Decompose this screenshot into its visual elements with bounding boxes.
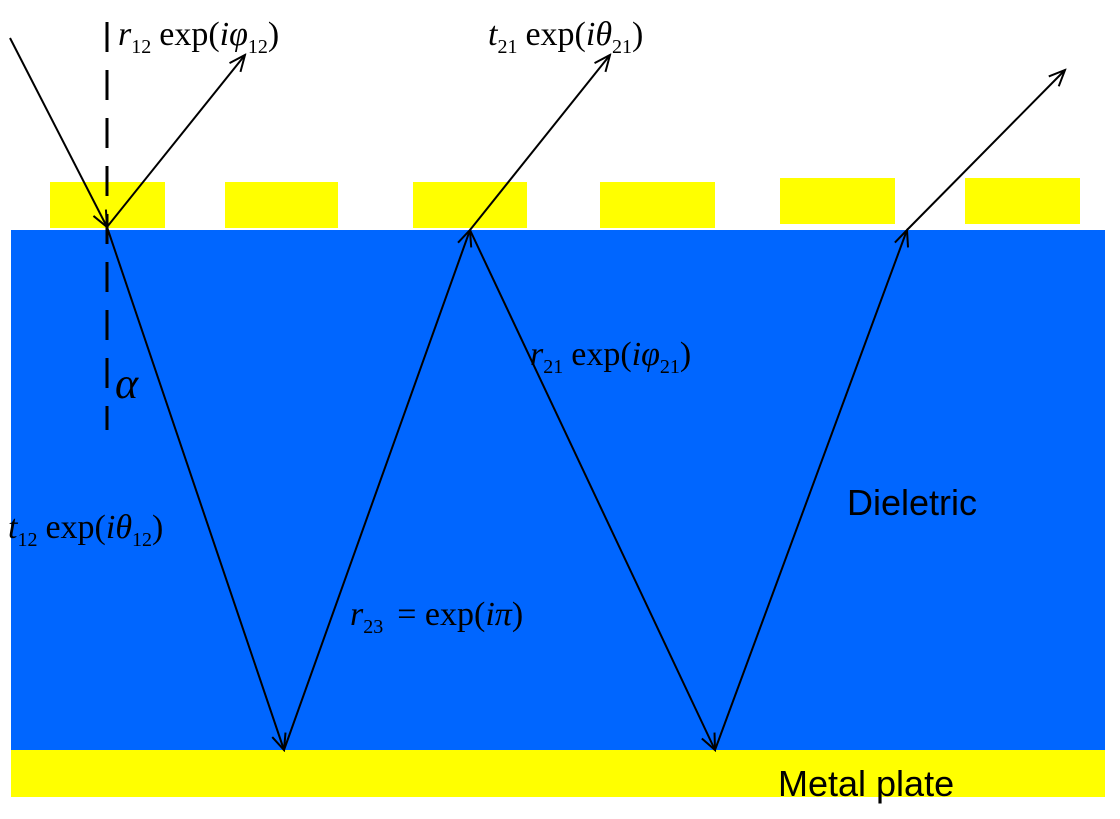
transmitted-ray-t12 xyxy=(106,226,284,750)
incident-ray xyxy=(9,37,107,227)
label-r23: r23= exp(iπ) xyxy=(350,596,523,638)
reflected-ray-r12 xyxy=(106,55,245,228)
label-dielectric: Dieletric xyxy=(847,482,977,523)
exit-ray xyxy=(906,70,1065,231)
dielectric-layer xyxy=(11,230,1105,750)
metal-reflected-ray-2 xyxy=(714,230,907,751)
metal-reflected-ray-1 xyxy=(283,230,470,751)
metal-plate xyxy=(11,750,1105,797)
metal-patch xyxy=(965,178,1080,224)
metasurface-patches xyxy=(50,178,1080,228)
metal-patch xyxy=(225,182,338,228)
label-alpha: α xyxy=(115,359,139,408)
rays xyxy=(9,37,1065,751)
label-metal-plate: Metal plate xyxy=(778,763,954,804)
metal-patch xyxy=(600,182,715,228)
transmitted-ray-t21 xyxy=(469,55,610,231)
metal-patch xyxy=(413,182,527,228)
metal-patch xyxy=(780,178,895,224)
internal-reflected-ray-r21 xyxy=(469,229,715,750)
